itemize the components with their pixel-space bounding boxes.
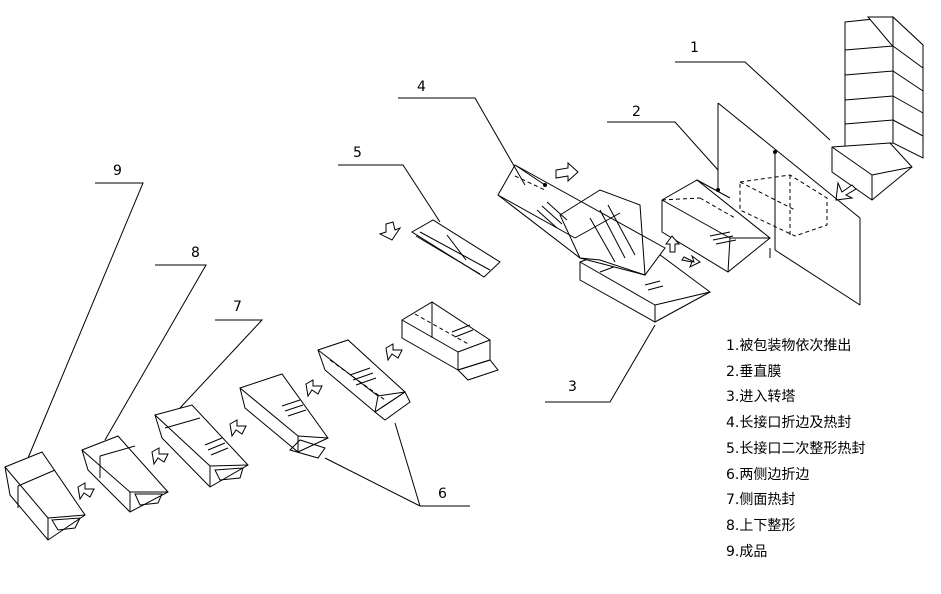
- legend-item: 2.垂直膜: [726, 363, 782, 380]
- callout-9: 9: [113, 163, 122, 179]
- arrow-6b: [305, 379, 323, 398]
- stage-9-finished-product: [4, 451, 86, 541]
- legend-item: 6.两侧边折边: [726, 466, 810, 483]
- stage-6-side-fold-box-c: [239, 373, 329, 459]
- product-in-film: [661, 179, 771, 273]
- callout-8: 8: [191, 245, 200, 261]
- stage-6-side-fold-box-b: [317, 339, 411, 421]
- callout-2: 2: [632, 104, 641, 120]
- legend-item: 9.成品: [726, 543, 768, 560]
- arrow-7: [229, 419, 247, 438]
- arrow-8: [151, 447, 169, 466]
- up-arrow: [665, 235, 681, 253]
- arrow-9: [77, 482, 95, 501]
- legend-item: 8.上下整形: [726, 517, 796, 534]
- arrow-6a: [385, 343, 403, 362]
- callout-7: 7: [233, 299, 242, 315]
- stage-6-side-fold-box-a: [401, 301, 499, 381]
- callout-4: 4: [417, 79, 426, 95]
- legend-item: 5.长接口二次整形热封: [726, 440, 866, 457]
- stage-2-vertical-film: [716, 102, 861, 306]
- callout-6: 6: [438, 486, 447, 502]
- legend-item: 3.进入转塔: [726, 389, 796, 406]
- legend: 1.被包装物依次推出 2.垂直膜 3.进入转塔 4.长接口折边及热封 5.长接口…: [726, 334, 936, 565]
- down-arrow-5: [378, 221, 402, 241]
- callout-1: 1: [690, 40, 699, 56]
- callout-3: 3: [568, 379, 577, 395]
- push-arrow-1: [835, 181, 857, 201]
- stage-1-stacked-products: [831, 15, 925, 201]
- push-arrow-4: [555, 161, 579, 183]
- stage-7-side-heat-seal: [154, 404, 249, 488]
- leader-lines: [27, 61, 831, 507]
- callout-5: 5: [353, 145, 362, 161]
- legend-item: 1.被包装物依次推出: [726, 338, 852, 354]
- stage-8-top-bottom-shaping: [81, 435, 169, 513]
- legend-item: 7.侧面热封: [726, 492, 796, 509]
- stage-4-long-seam-fold: [497, 164, 666, 276]
- legend-item: 4.长接口折边及热封: [726, 415, 852, 432]
- stage-5-second-shaping: [411, 219, 501, 278]
- down-right-arrow: [681, 254, 701, 269]
